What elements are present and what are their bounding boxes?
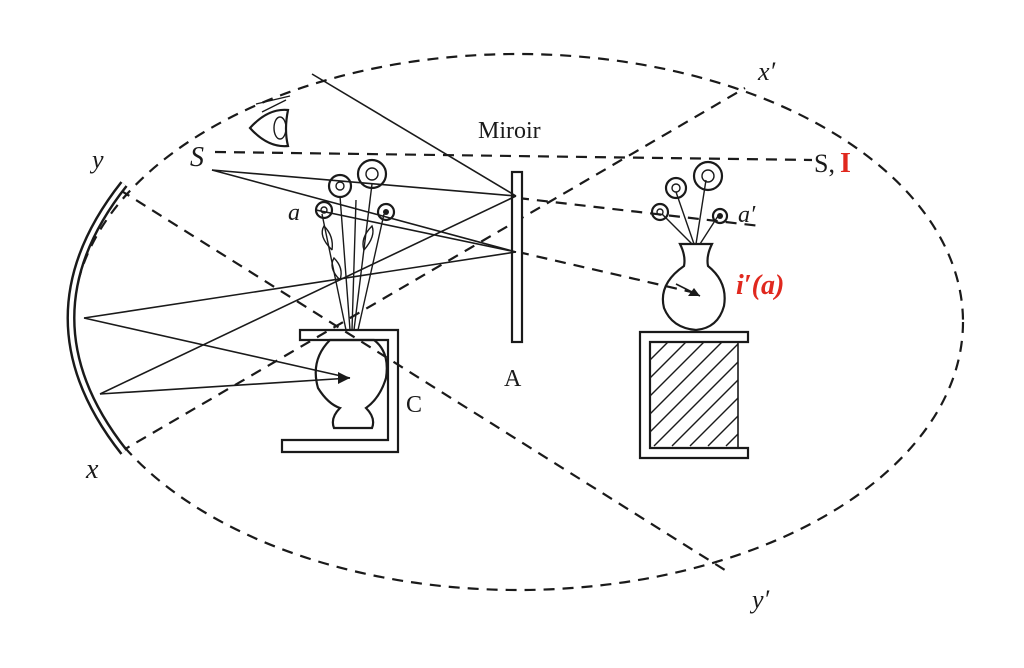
- pedestal-right: [638, 330, 750, 460]
- ray-7: [99, 195, 517, 395]
- ray-3: [211, 169, 517, 253]
- label-point-C: C: [406, 392, 422, 418]
- label-source-image: S,: [814, 149, 835, 178]
- label-point-y-prime: y′: [749, 585, 770, 614]
- label-point-y: y: [89, 145, 104, 174]
- ray-5: [83, 317, 351, 379]
- dashed-line-mirror-image: [517, 196, 761, 228]
- label-image-mark: I: [840, 148, 851, 179]
- concave-mirror-inner: [69, 182, 126, 454]
- label-image-caption: i′(a): [736, 270, 784, 301]
- object-arrow-icon: [338, 372, 350, 384]
- dashed-line-mirror-image-2: [517, 250, 701, 296]
- flowers-left-icon: [314, 158, 396, 331]
- hatching: [649, 341, 739, 447]
- vase-left-icon: [314, 338, 388, 430]
- dashed-line-y-yprime: [119, 189, 729, 573]
- label-object: a: [288, 200, 300, 226]
- label-mirror: Miroir: [478, 118, 541, 144]
- vase-right-icon: [661, 242, 726, 332]
- label-point-x-prime: x′: [757, 57, 776, 86]
- dashed-line-x-xprime: [119, 87, 746, 453]
- label-source: S: [190, 142, 204, 173]
- ray-1: [311, 73, 517, 197]
- plane-mirror-A: [510, 170, 524, 344]
- ray-2: [211, 169, 517, 197]
- eye-icon: [248, 95, 291, 148]
- label-point-A: A: [504, 366, 522, 392]
- label-point-x: x: [85, 454, 99, 485]
- flowers-right-icon: [650, 160, 729, 245]
- dashed-line-S-SI: [214, 150, 813, 162]
- image-arrow-icon: [675, 283, 701, 297]
- ray-6: [99, 377, 351, 395]
- dashed-ellipse: [71, 52, 965, 592]
- ray-8: [315, 209, 517, 253]
- ray-4: [83, 251, 517, 319]
- label-object-image: a′: [738, 202, 756, 228]
